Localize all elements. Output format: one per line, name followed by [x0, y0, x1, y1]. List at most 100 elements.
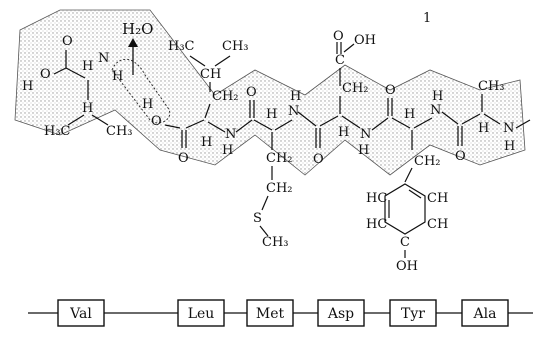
tyr-bond-1	[371, 117, 389, 131]
tyr-oh: OH	[396, 259, 418, 270]
met-bond-3	[253, 119, 273, 131]
leu-ch3-left: H₃C	[168, 39, 195, 54]
leu-bond-2	[214, 55, 231, 67]
leu-alpha-h: H	[142, 97, 153, 112]
ala-alpha-h: H	[478, 121, 489, 136]
asp-bond-7	[343, 43, 355, 53]
residue-label-tyr: Tyr	[401, 306, 425, 322]
asp-alpha-h: H	[338, 125, 349, 140]
residue-box-val	[57, 299, 105, 327]
peptide-structure: H₂O 1 H O O H N H H H₃C CH₃ H₃C CH₃ CH C…	[14, 9, 531, 270]
tyr-ring	[384, 183, 426, 235]
val-alpha-h: H	[82, 59, 93, 74]
asp-bond-1	[297, 111, 317, 127]
tyr-bond-5	[404, 167, 413, 183]
residue-chain: Val Leu Met Asp Tyr Ala	[28, 299, 533, 327]
water-arrow-head	[128, 38, 138, 47]
residue-label-ala: Ala	[473, 306, 497, 322]
val-ring-o: O	[40, 67, 51, 82]
asp-oh: OH	[354, 33, 376, 48]
met-s: S	[253, 211, 262, 226]
residue-label-val: Val	[69, 306, 92, 322]
tyr-bond-3	[391, 117, 411, 129]
tyr-c-oh: C	[400, 235, 410, 250]
met-bond-1	[235, 119, 253, 133]
ala-bond-3	[461, 113, 481, 125]
val-bond-6	[91, 114, 109, 126]
residue-box-tyr	[389, 299, 437, 327]
ala-n-h: H	[504, 139, 515, 154]
leu-bond-8	[207, 121, 226, 133]
leu-ester-o: O	[151, 114, 162, 129]
tyr-ring-hc-top: HC	[366, 191, 387, 206]
leu-bond-1	[189, 55, 206, 67]
val-side-h: H	[82, 101, 93, 116]
val-bond-3	[65, 67, 86, 79]
residue-label-leu: Leu	[188, 306, 215, 322]
residue-box-leu	[177, 299, 225, 327]
asp-bond-3	[319, 115, 339, 127]
val-ch3-left: H₃C	[44, 124, 71, 139]
tyr-n: N	[430, 103, 441, 118]
tyr-ring-hc-bot: HC	[366, 217, 387, 232]
asp-ch2: CH₂	[342, 81, 369, 96]
tyr-ch2: CH₂	[414, 154, 441, 169]
ala-bond-5	[483, 113, 501, 125]
val-ch3-right: CH₃	[106, 124, 133, 139]
met-n: N	[288, 104, 299, 119]
leu-carbonyl-o: O	[178, 151, 189, 166]
tyr-alpha-h: H	[404, 107, 415, 122]
ala-ch3: CH₃	[478, 79, 505, 94]
leu-bond-7	[185, 119, 205, 129]
asp-o: O	[333, 29, 344, 44]
footnote-mark: 1	[423, 11, 431, 26]
residue-label-asp: Asp	[327, 306, 354, 322]
leu-ch2: CH₂	[212, 89, 239, 104]
asp-cooh-c: C	[335, 53, 345, 68]
tyr-ring-ch-top: CH	[427, 191, 448, 206]
backbone-band	[14, 9, 526, 176]
val-amine-n: N	[98, 51, 109, 66]
asp-n: N	[360, 127, 371, 142]
tyr-n-h: H	[432, 89, 443, 104]
met-ch3: CH₃	[262, 235, 289, 250]
chain-residues: Val Leu Met Asp Tyr Ala	[57, 299, 509, 327]
tyr-ring-dbl-1	[408, 189, 422, 199]
ala-carbonyl-o: O	[455, 149, 466, 164]
asp-carbonyl-o: O	[313, 152, 324, 167]
water-label: H₂O	[122, 20, 153, 38]
asp-n-h: H	[358, 143, 369, 158]
residue-box-asp	[317, 299, 365, 327]
leu-bond-5	[164, 124, 181, 129]
val-carbonyl-o: O	[62, 34, 73, 49]
tyr-carbonyl-o: O	[385, 83, 396, 98]
met-bond-6	[261, 195, 269, 211]
asp-bond-8	[341, 115, 361, 129]
leu-ch3-right: CH₃	[222, 39, 249, 54]
ala-bond-6	[515, 119, 531, 129]
met-bond-7	[259, 225, 269, 237]
ala-bond-1	[441, 111, 459, 125]
leu-bond-4	[204, 103, 211, 119]
residue-box-ala	[461, 299, 509, 327]
val-bond-5	[67, 114, 85, 126]
tyr-ring-ch-bot: CH	[427, 217, 448, 232]
met-alpha-h: H	[266, 107, 277, 122]
ala-n: N	[503, 121, 514, 136]
leu-alpha-h-2: H	[201, 135, 212, 150]
condensation-outline	[111, 58, 171, 124]
met-n-h: H	[290, 89, 301, 104]
val-hydroxyl-h: H	[22, 79, 33, 94]
met-ch2-1: CH₂	[266, 151, 293, 166]
residue-label-met: Met	[256, 306, 285, 322]
met-carbonyl-o: O	[246, 85, 257, 100]
leu-nh-n: N	[225, 127, 236, 142]
met-ch2-2: CH₂	[266, 181, 293, 196]
met-bond-8	[274, 119, 293, 131]
residue-box-met	[246, 299, 294, 327]
leu-nh-h: H	[222, 143, 233, 158]
tyr-bond-7	[413, 117, 433, 129]
leu-ch: CH	[200, 67, 221, 82]
val-bond-2	[53, 67, 67, 75]
